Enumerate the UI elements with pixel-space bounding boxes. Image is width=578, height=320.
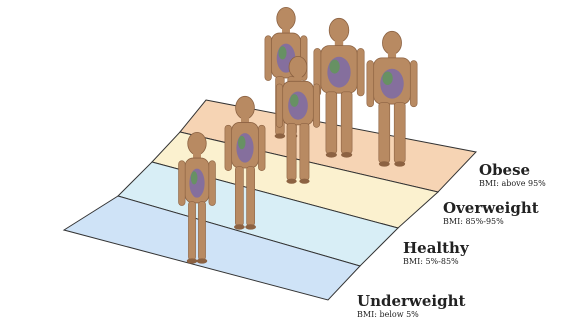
- label-underweight-name: Underweight: [357, 293, 465, 310]
- label-obese: Obese BMI: above 95%: [479, 162, 546, 188]
- label-healthy: Healthy BMI: 5%-85%: [403, 240, 469, 266]
- label-healthy-name: Healthy: [403, 240, 469, 257]
- label-overweight-bmi: BMI: 85%-95%: [443, 217, 539, 226]
- label-underweight-bmi: BMI: below 5%: [357, 310, 465, 319]
- label-underweight: Underweight BMI: below 5%: [357, 293, 465, 319]
- label-healthy-bmi: BMI: 5%-85%: [403, 257, 469, 266]
- label-obese-name: Obese: [479, 162, 546, 179]
- label-overweight-name: Overweight: [443, 200, 539, 217]
- label-obese-bmi: BMI: above 95%: [479, 179, 546, 188]
- label-overweight: Overweight BMI: 85%-95%: [443, 200, 539, 226]
- bmi-plates: [64, 100, 476, 300]
